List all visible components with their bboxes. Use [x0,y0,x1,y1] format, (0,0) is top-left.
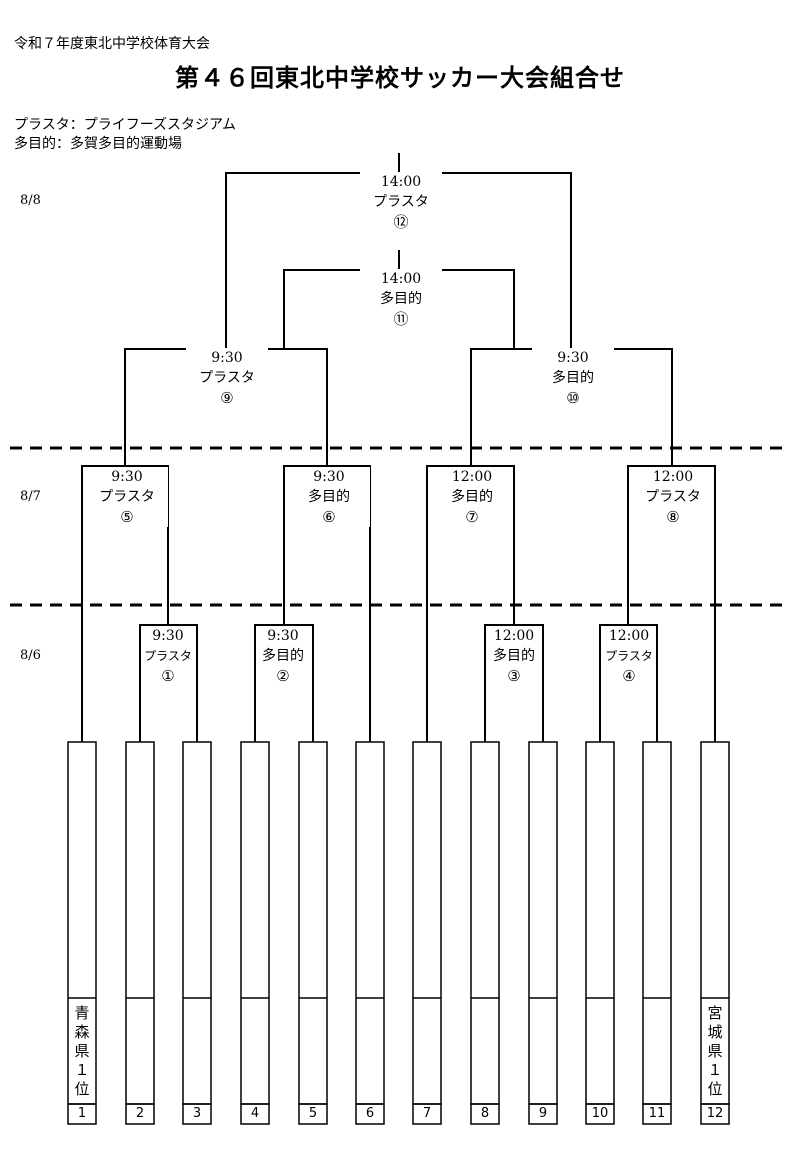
match-number: ⑧ [666,508,680,526]
seed-number: 9 [538,1106,548,1121]
match-7-label: 12:00 多目的 ⑦ [431,467,513,527]
seed-number: 11 [648,1106,666,1121]
team-slot-box [470,741,500,1105]
day-label-aug6: 8/6 [20,648,41,663]
match-time: 14:00 [380,271,422,287]
match-number: ⑦ [465,508,479,526]
match-3-bracket [484,624,544,742]
match-venue: プラスタ [645,489,701,505]
match-10-label: 9:30 多目的 ⑩ [532,348,614,408]
match-4-label: 12:00 プラスタ ④ [603,626,655,686]
match-number: ④ [622,667,636,685]
team-slot-box [355,741,385,1105]
team-slot-box [585,741,615,1105]
match-3-label: 12:00 多目的 ③ [488,626,540,686]
match-venue: 多目的 [451,489,493,505]
match-6-label: 9:30 多目的 ⑥ [288,467,370,527]
team-slot-box [298,741,328,1105]
seed-number-box [470,1103,500,1125]
team-slot-box [182,741,212,1105]
match-time: 9:30 [267,628,299,644]
match-7-bracket [426,465,515,742]
seed-number-box [125,1103,155,1125]
match-time: 12:00 [652,469,694,485]
seed-number-box [182,1103,212,1125]
match-number: ⑪ [393,310,409,328]
match-11-label: 14:00 多目的 ⑪ [360,269,442,329]
match-number: ⑩ [566,389,580,407]
seed-number: 7 [422,1106,432,1121]
team-slot-box [125,741,155,1105]
page-title: 第４６回東北中学校サッカー大会組合せ [175,64,625,92]
match-time: 9:30 [557,350,589,366]
seed-number: 8 [480,1106,490,1121]
match-number: ⑫ [393,213,409,231]
match-5-label: 9:30 プラスタ ⑤ [86,467,168,527]
seed-number-box [355,1103,385,1125]
match-venue: プラスタ [373,194,429,210]
seed-number: 10 [591,1106,609,1121]
seed-number: 1 [77,1106,87,1121]
match-number: ⑤ [120,508,134,526]
match-6-bracket [283,465,371,742]
seed-number-box [700,1103,730,1125]
seed-number: 4 [250,1106,260,1121]
match-time: 9:30 [152,628,184,644]
seed-number-box [240,1103,270,1125]
match-1-bracket [139,624,198,742]
match-time: 9:30 [111,469,143,485]
venue-legend-tamokuteki: 多目的：多賀多目的運動場 [14,136,182,152]
seed-number: 5 [308,1106,318,1121]
match-venue: プラスタ [199,370,255,386]
seed-number-box [528,1103,558,1125]
match-time: 12:00 [493,628,535,644]
team-slot-box [240,741,270,1105]
match-12-label: 14:00 プラスタ ⑫ [360,172,442,232]
team-slot-box [412,741,442,1105]
match-venue: 多目的 [308,489,350,505]
seed-number-box [642,1103,672,1125]
seed-number-box [298,1103,328,1125]
seed-number: 6 [365,1106,375,1121]
seed-number-box [585,1103,615,1125]
match-venue: 多目的 [380,291,422,307]
match-number: ⑥ [322,508,336,526]
match-1-label: 9:30 プラスタ ① [143,626,193,686]
match-number: ③ [507,667,521,685]
seed-number: 3 [192,1106,202,1121]
venue-legend-plasta: プラスタ：プライフーズスタジアム [14,117,237,133]
match-8-label: 12:00 プラスタ ⑧ [632,467,714,527]
event-subtitle: 令和７年度東北中学校体育大会 [14,36,210,52]
match-venue: プラスタ [144,649,192,663]
match-time: 14:00 [380,174,422,190]
team-slot-box [642,741,672,1105]
match-venue: 多目的 [493,648,535,664]
match-8-bracket [627,465,716,742]
seed-number-box [67,1103,97,1125]
match-9-label: 9:30 プラスタ ⑨ [186,348,268,408]
match-2-label: 9:30 多目的 ② [258,626,308,686]
match-number: ① [161,667,175,685]
match-number: ② [276,667,290,685]
match-time: 12:00 [451,469,493,485]
seed-number: 12 [706,1106,724,1121]
match-time: 9:30 [313,469,345,485]
match-venue: プラスタ [605,649,653,663]
match-time: 9:30 [211,350,243,366]
seed-number-box [412,1103,442,1125]
match-2-bracket [254,624,314,742]
match-5-bracket [81,465,169,742]
match-venue: 多目的 [552,370,594,386]
day-label-aug8: 8/8 [20,193,41,208]
match-4-bracket [599,624,658,742]
match-time: 12:00 [608,628,650,644]
match-venue: プラスタ [99,489,155,505]
match-number: ⑨ [220,389,234,407]
seed-number: 2 [135,1106,145,1121]
match-venue: 多目的 [262,648,304,664]
team-slot-box [528,741,558,1105]
day-label-aug7: 8/7 [20,489,41,504]
